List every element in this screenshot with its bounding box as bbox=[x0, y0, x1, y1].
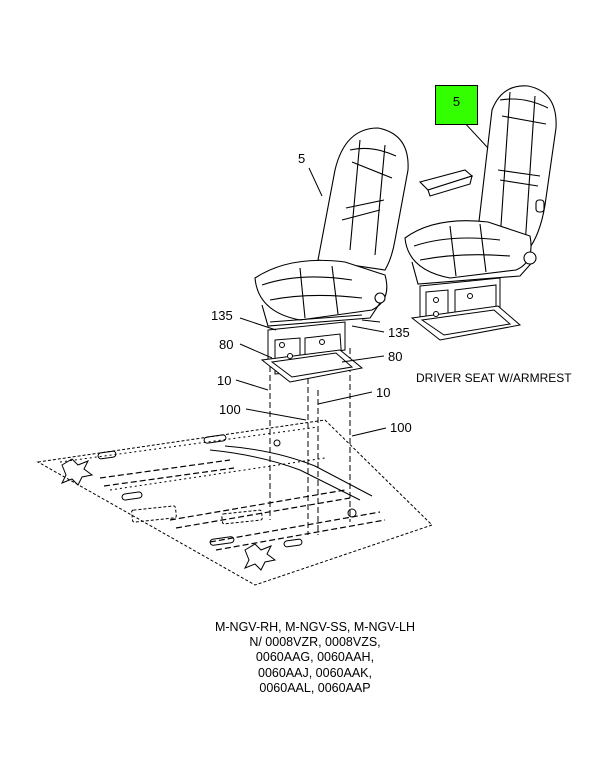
floor-cutout-left bbox=[60, 458, 94, 486]
callout-seat-left: 5 bbox=[298, 151, 306, 166]
callout-nut-right: 100 bbox=[390, 420, 412, 435]
seat-left bbox=[254, 127, 409, 327]
applicability-line: 0060AAG, 0060AAH, bbox=[255, 650, 375, 665]
callout-bolt-right: 10 bbox=[376, 385, 391, 400]
callout-nut-left: 100 bbox=[219, 402, 241, 417]
riser-right bbox=[410, 277, 522, 341]
applicability-line: N/ 0008VZR, 0008VZS, bbox=[249, 635, 381, 650]
applicability-line: M-NGV-RH, M-NGV-SS, M-NGV-LH bbox=[214, 620, 415, 634]
driver-seat-caption: DRIVER SEAT W/ARMREST bbox=[416, 371, 572, 385]
callout-base-right: 80 bbox=[388, 349, 403, 364]
applicability-line: 0060AAJ, 0060AAK, bbox=[258, 665, 372, 680]
callout-bolt-left: 10 bbox=[217, 373, 232, 388]
riser-left bbox=[260, 321, 364, 383]
applicability-notes: M-NGV-RH, M-NGV-SS, M-NGV-LH N/ 0008VZR,… bbox=[150, 620, 480, 696]
seat-right-armrest bbox=[404, 85, 557, 291]
floor-panel bbox=[36, 419, 433, 586]
floor-cutout-right bbox=[243, 543, 277, 571]
leader-lines bbox=[235, 119, 489, 437]
applicability-line: 0060AAL, 0060AAP bbox=[259, 680, 371, 695]
callout-bracket-left: 135 bbox=[211, 308, 233, 323]
callout-base-left: 80 bbox=[219, 337, 234, 352]
callout-bracket-right: 135 bbox=[388, 325, 410, 340]
callout-seat-right-highlighted[interactable]: 5 bbox=[435, 85, 478, 125]
